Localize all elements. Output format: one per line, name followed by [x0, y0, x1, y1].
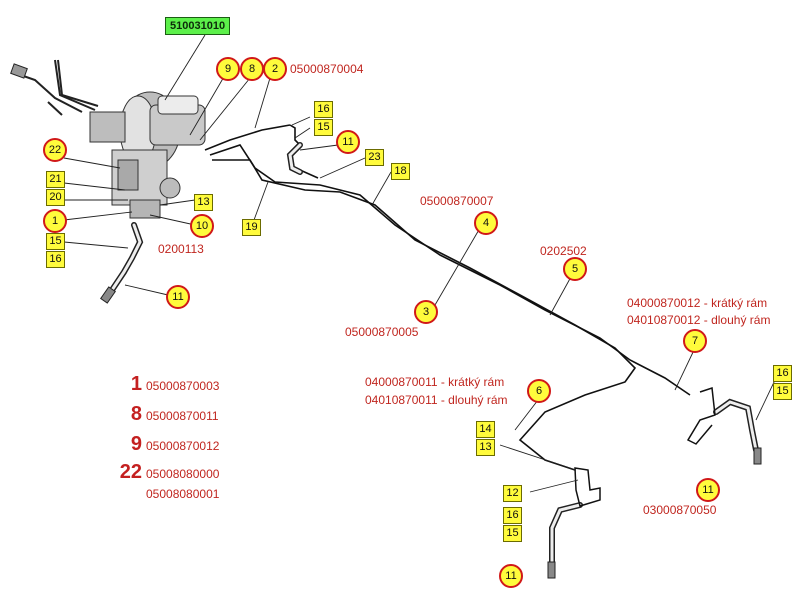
legend-code: 05008080000: [146, 467, 220, 481]
part-code-pipe: 05000870004: [290, 62, 364, 76]
part-code-hose-11: 03000870050: [643, 503, 717, 517]
callout-circle-11-right: 11: [696, 478, 720, 502]
part-code-line-7-short: 04000870012 - krátký rám: [627, 296, 768, 310]
legend-code: 05008080001: [146, 487, 220, 501]
brake-hose-inner: [110, 143, 758, 567]
legend-row-8: 8 05000870011: [128, 403, 219, 426]
legend-num: 22: [119, 461, 142, 483]
callout-circle-10: 10: [190, 214, 214, 238]
legend-row-22-alt: 05008080001: [146, 485, 219, 503]
callout-square-16-left: 16: [46, 251, 65, 268]
callout-square-16-right: 16: [773, 365, 792, 382]
frame-brackets: [574, 386, 716, 507]
leader-lines: [63, 34, 776, 493]
brake-booster-assembly: [89, 91, 206, 219]
legend-num: 8: [130, 403, 142, 425]
callout-square-14: 14: [476, 421, 495, 438]
part-code-line-6-long: 04010870011 - dlouhý rám: [365, 393, 508, 407]
part-code-line-3: 05000870005: [345, 325, 419, 339]
callout-square-20: 20: [46, 189, 65, 206]
callout-circle-11-left: 11: [166, 285, 190, 309]
callout-circle-6: 6: [527, 379, 551, 403]
callout-circle-5: 5: [563, 257, 587, 281]
callout-circle-4: 4: [474, 211, 498, 235]
callout-circle-3: 3: [414, 300, 438, 324]
callout-square-12: 12: [503, 485, 522, 502]
callout-square-16-bottom: 16: [503, 507, 522, 524]
callout-square-15-left: 15: [46, 233, 65, 250]
callout-square-13: 13: [194, 194, 213, 211]
legend-code: 05000870012: [146, 439, 220, 453]
callout-square-19: 19: [242, 219, 261, 236]
callout-circle-9: 9: [216, 57, 240, 81]
part-code-line-7-long: 04010870012 - dlouhý rám: [627, 313, 771, 327]
callout-circle-11-bottom: 11: [499, 564, 523, 588]
callout-square-16: 16: [314, 101, 333, 118]
callout-circle-1: 1: [43, 209, 67, 233]
legend-row-9: 9 05000870012: [128, 433, 220, 456]
callout-square-23: 23: [365, 149, 384, 166]
callout-circle-11-top: 11: [336, 130, 360, 154]
legend-row-1: 1 05000870003: [128, 373, 220, 396]
pedal-end: [10, 63, 28, 79]
part-code-line-6-short: 04000870011 - krátký rám: [365, 375, 505, 389]
legend-row-22: 22 05008080000: [118, 461, 220, 484]
callout-circle-2: 2: [263, 57, 287, 81]
legend-code: 05000870003: [146, 379, 220, 393]
callout-square-15-bottom: 15: [503, 525, 522, 542]
legend-num: 9: [130, 433, 142, 455]
legend-num: 1: [130, 373, 142, 395]
callout-circle-22: 22: [43, 138, 67, 162]
part-code-clip-5: 0202502: [540, 244, 587, 258]
callout-square-15-right: 15: [773, 383, 792, 400]
part-code-line-4: 05000870007: [420, 194, 494, 208]
callout-circle-8: 8: [240, 57, 264, 81]
callout-square-13-mid: 13: [476, 439, 495, 456]
part-code-fitting: 0200113: [158, 242, 204, 256]
hose-fittings: [100, 286, 762, 579]
callout-square-15: 15: [314, 119, 333, 136]
callout-square-21: 21: [46, 171, 65, 188]
main-part-number-box: 510031010: [165, 17, 231, 35]
brake-line-main: [204, 124, 691, 471]
legend-code: 05000870011: [146, 409, 219, 423]
callout-circle-7: 7: [683, 329, 707, 353]
callout-square-18: 18: [391, 163, 410, 180]
